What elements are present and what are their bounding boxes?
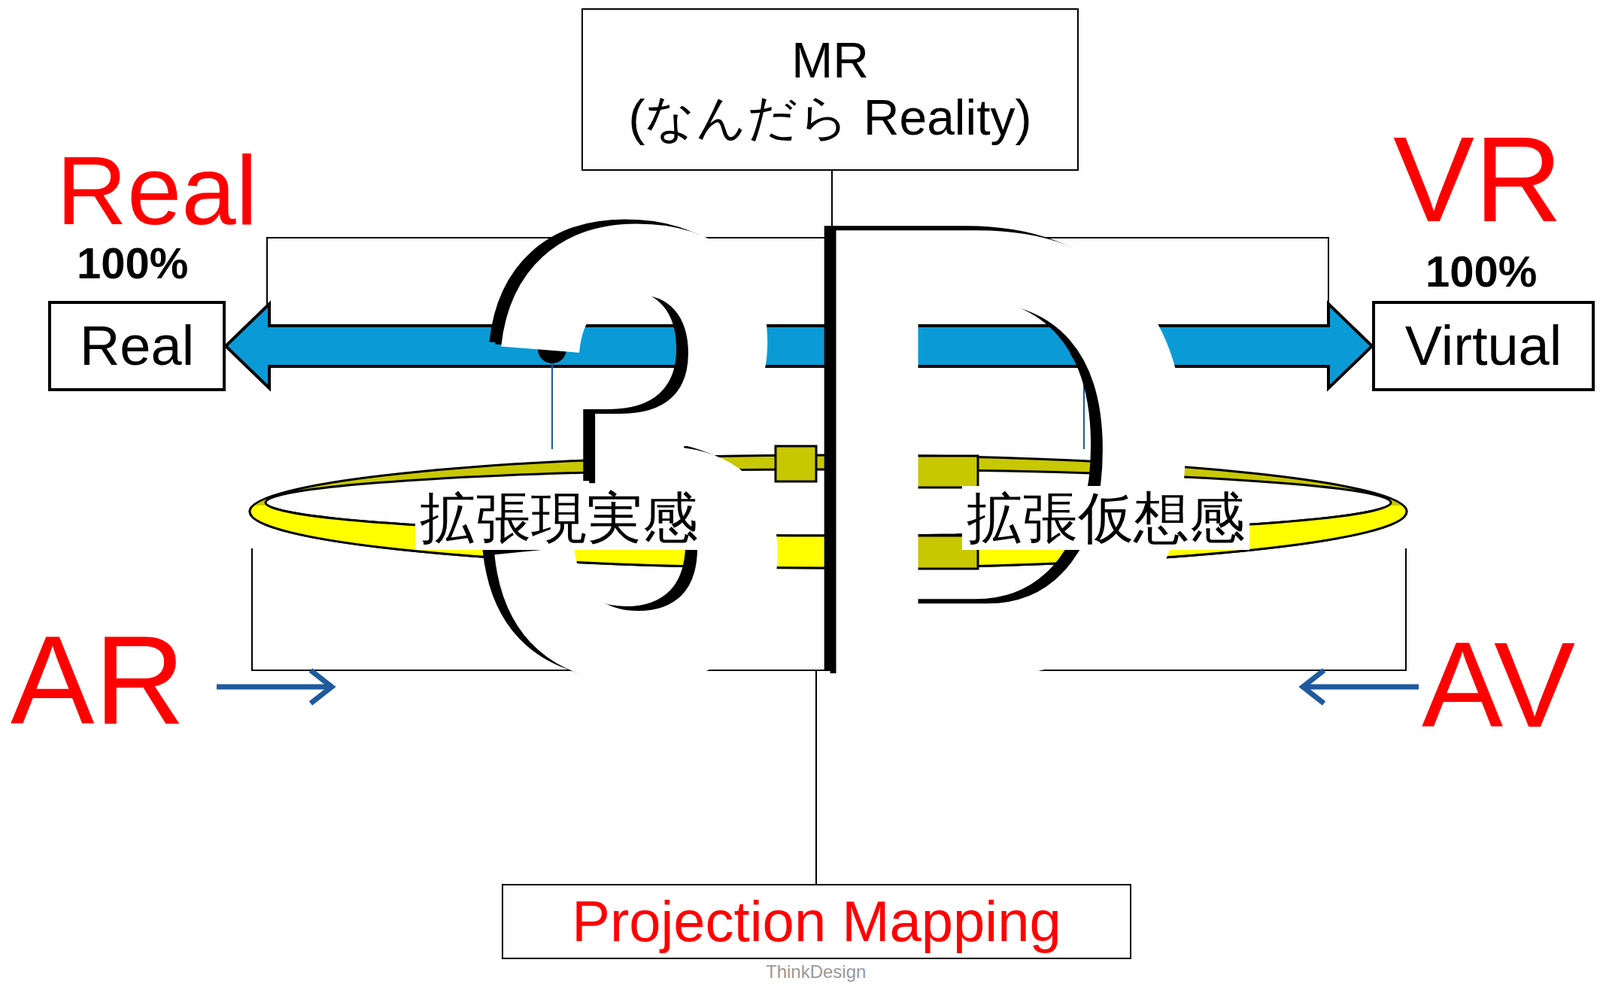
pointer-arrow-head bbox=[1302, 670, 1324, 704]
projection-box: Projection Mapping bbox=[501, 883, 1132, 960]
box-text: MR bbox=[791, 32, 869, 90]
endpoint-box: Virtual bbox=[1372, 300, 1595, 392]
pointer-arrow-head bbox=[310, 670, 332, 704]
title-real: Real bbox=[56, 141, 258, 240]
big-3d-text: 3D bbox=[481, 127, 1209, 775]
mr-box: MR(なんだら Reality) bbox=[581, 8, 1079, 171]
box-text: Virtual bbox=[1405, 313, 1562, 378]
pointer-arrow bbox=[216, 684, 331, 690]
box-text: Projection Mapping bbox=[571, 888, 1062, 954]
percent-label: 100% bbox=[76, 241, 189, 286]
ring-label: 拡張仮想感 bbox=[962, 485, 1250, 550]
box-text: (なんだら Reality) bbox=[628, 89, 1032, 147]
endpoint-box: Real bbox=[48, 300, 226, 392]
percent-label: 100% bbox=[1425, 249, 1537, 294]
title-av: AV bbox=[1421, 623, 1576, 746]
title-vr: VR bbox=[1393, 118, 1563, 240]
pointer-arrow bbox=[1304, 684, 1419, 690]
box-text: Real bbox=[79, 313, 195, 378]
title-ar: AR bbox=[10, 617, 186, 744]
ring-label: 拡張現実感 bbox=[415, 485, 703, 550]
watermark: ThinkDesign bbox=[765, 962, 866, 981]
